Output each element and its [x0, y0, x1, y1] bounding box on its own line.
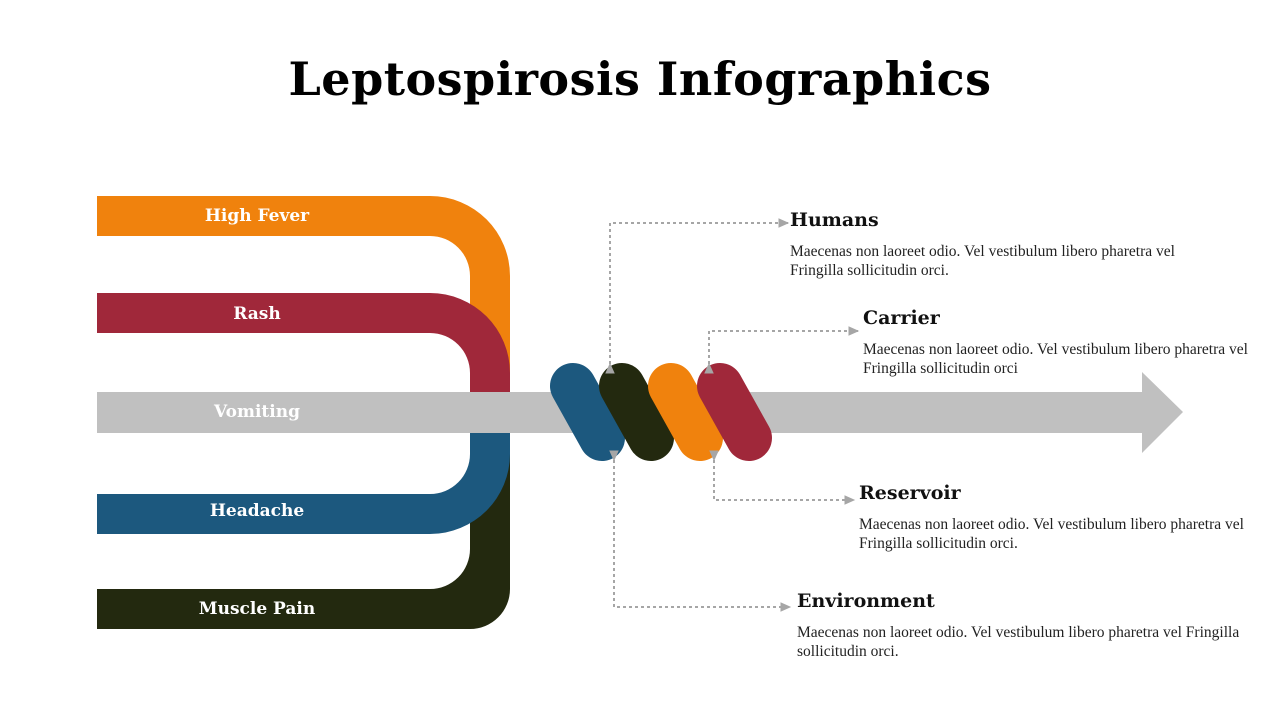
label-rash: Rash — [233, 304, 281, 324]
connector-carrier — [704, 326, 860, 374]
connector-reservoir — [709, 450, 856, 505]
source-humans-title: Humans — [790, 209, 879, 231]
coil-darkolive — [599, 363, 674, 461]
connector-environment — [609, 450, 792, 612]
source-reservoir-title: Reservoir — [859, 482, 961, 504]
coil-crimson — [697, 363, 772, 461]
connector-humans — [605, 218, 790, 374]
source-environment-title: Environment — [797, 590, 935, 612]
band-high-fever — [97, 196, 510, 402]
coil-orange — [648, 363, 723, 461]
page-title: Leptospirosis Infographics — [288, 52, 992, 106]
source-humans-desc: Maecenas non laoreet odio. Vel vestibulu… — [790, 243, 1175, 279]
coil-group — [550, 363, 772, 461]
source-reservoir-desc: Maecenas non laoreet odio. Vel vestibulu… — [859, 516, 1244, 552]
label-muscle-pain: Muscle Pain — [198, 599, 316, 619]
coil-blue — [550, 363, 625, 461]
label-high-fever: High Fever — [204, 206, 310, 226]
band-headache — [97, 412, 510, 534]
source-carrier-desc: Maecenas non laoreet odio. Vel vestibulu… — [863, 341, 1248, 377]
band-muscle-pain — [97, 420, 510, 629]
source-carrier-title: Carrier — [863, 307, 940, 329]
label-vomiting: Vomiting — [214, 402, 300, 422]
source-environment-desc: Maecenas non laoreet odio. Vel vestibulu… — [797, 624, 1240, 660]
label-headache: Headache — [209, 501, 305, 521]
band-rash — [97, 293, 510, 412]
